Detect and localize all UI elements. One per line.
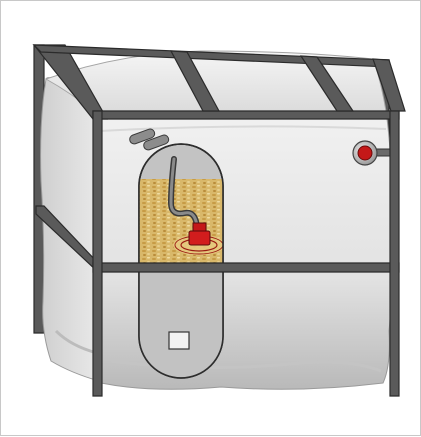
access-hatch-icon bbox=[169, 332, 189, 349]
wood-pellets bbox=[131, 179, 231, 267]
